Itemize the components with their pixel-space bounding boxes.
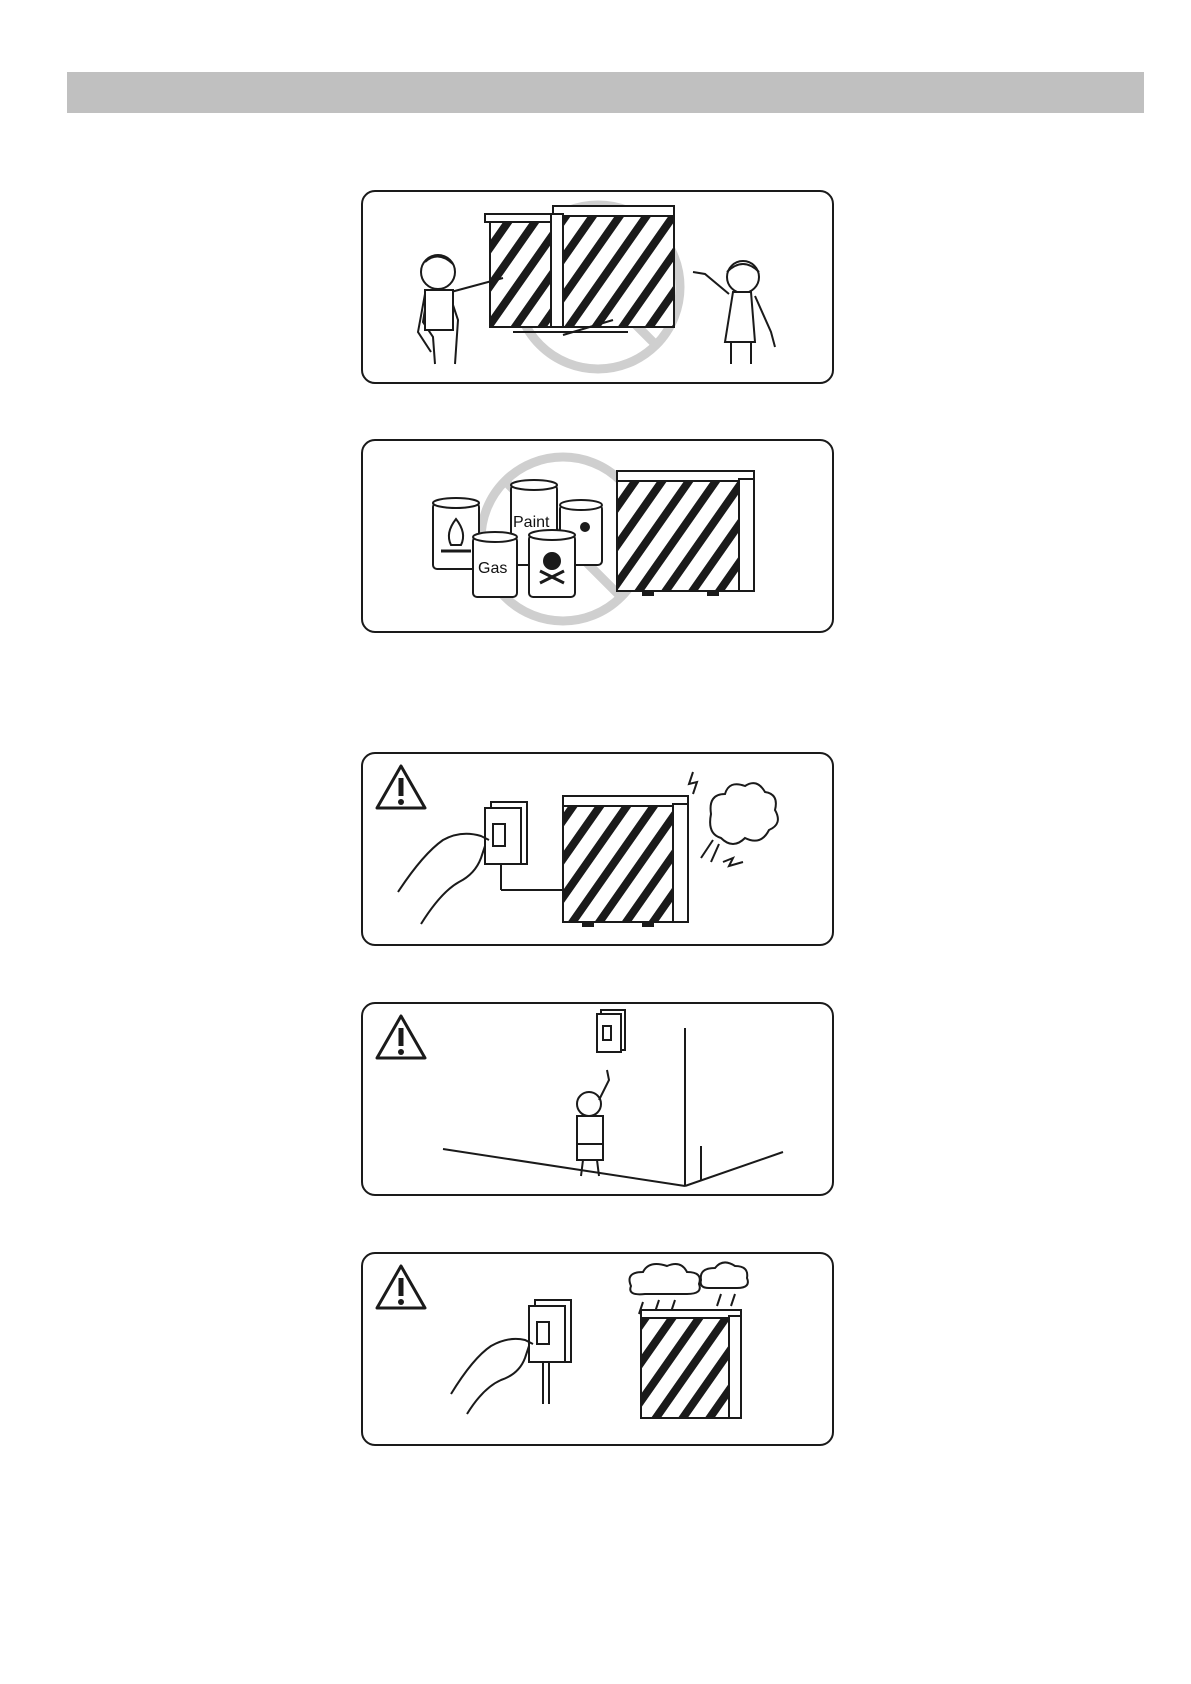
panel-2-illustration: Paint Gas: [363, 441, 832, 631]
can-label-paint: Paint: [513, 514, 550, 531]
breaker-switch-icon: [529, 1300, 571, 1404]
panel-switch-off-in-storm: [361, 1252, 834, 1446]
panel-5-illustration: [363, 1254, 832, 1444]
heat-pump-icon: [485, 206, 674, 335]
panel-switch-out-of-child-reach: [361, 1002, 834, 1196]
child-icon: [693, 261, 775, 364]
hand-icon: [398, 834, 489, 924]
warning-triangle-icon: [377, 1016, 425, 1058]
warning-triangle-icon: [377, 766, 425, 808]
gas-can: Gas: [473, 532, 517, 597]
panel-switch-off-when-abnormal: [361, 752, 834, 946]
warning-triangle-icon: [377, 1266, 425, 1308]
header-bar: [67, 72, 1144, 113]
flammable-cans: Paint Gas: [433, 480, 602, 597]
heat-pump-icon: [563, 796, 688, 926]
can-label-gas: Gas: [478, 560, 507, 577]
panel-1-illustration: [363, 192, 832, 382]
poison-can: [529, 530, 575, 597]
panel-no-children-play: [361, 190, 834, 384]
panel-4-illustration: [363, 1004, 832, 1194]
heat-pump-icon: [617, 471, 754, 595]
breaker-switch-icon: [597, 1010, 625, 1052]
panel-no-flammables-nearby: Paint Gas: [361, 439, 834, 633]
hand-icon: [451, 1339, 533, 1414]
cloud-icon: [630, 1262, 748, 1294]
panel-3-illustration: [363, 754, 832, 944]
child-icon: [577, 1070, 609, 1176]
smoke-icon: [701, 783, 778, 862]
breaker-switch-icon: [485, 802, 563, 890]
heat-pump-icon: [641, 1310, 741, 1418]
